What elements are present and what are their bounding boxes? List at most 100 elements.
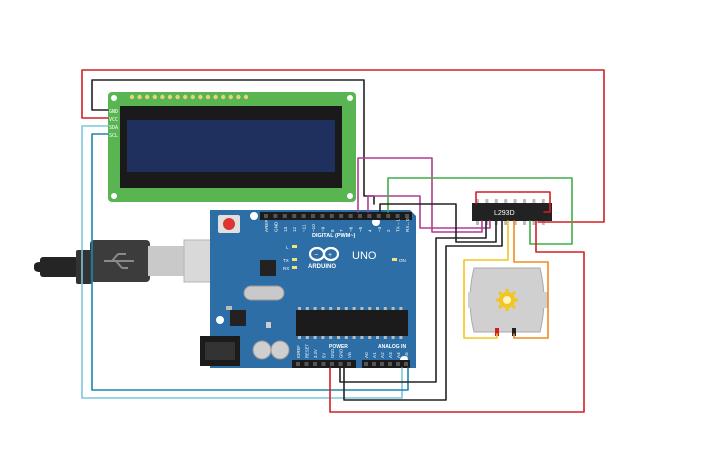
power-pin-label: 5V bbox=[322, 353, 327, 358]
arduino-logo-text: ARDUINO bbox=[308, 264, 336, 270]
power-pin-label: 3.3V bbox=[313, 349, 318, 358]
wire-lcd-vcc[interactable] bbox=[81, 69, 605, 223]
power-label: POWER bbox=[329, 344, 348, 350]
analog-pin[interactable] bbox=[364, 362, 368, 366]
power-pin[interactable] bbox=[321, 362, 326, 366]
power-pin[interactable] bbox=[338, 362, 343, 366]
wire-lcd-sda[interactable] bbox=[81, 125, 403, 399]
digital-pin[interactable] bbox=[339, 214, 344, 218]
digital-pwm-label: DIGITAL (PWM~) bbox=[312, 233, 356, 239]
analog-pin[interactable] bbox=[404, 362, 408, 366]
lcd-header-pin bbox=[129, 94, 135, 100]
analog-pin-label: A0 bbox=[364, 352, 369, 358]
analog-in-label: ANALOG IN bbox=[378, 344, 406, 350]
wire-green[interactable] bbox=[387, 177, 573, 245]
digital-pin[interactable] bbox=[329, 214, 334, 218]
driver-pin[interactable] bbox=[494, 199, 498, 203]
digital-pin[interactable] bbox=[395, 214, 400, 218]
power-pin[interactable] bbox=[304, 362, 309, 366]
digital-pin[interactable] bbox=[367, 214, 372, 218]
usb-icon bbox=[104, 253, 134, 269]
analog-pin-label: A4 bbox=[396, 352, 401, 358]
power-pin[interactable] bbox=[296, 362, 300, 366]
lcd-pin-sda: SDA bbox=[109, 125, 118, 131]
driver-pin[interactable] bbox=[485, 199, 489, 203]
digital-pin[interactable] bbox=[301, 214, 306, 218]
wire-magenta[interactable] bbox=[357, 157, 483, 233]
driver-pin[interactable] bbox=[504, 199, 508, 203]
led-l-label: L bbox=[286, 245, 289, 250]
lcd-header-pin bbox=[236, 94, 241, 100]
wire-magenta-2[interactable] bbox=[367, 195, 491, 229]
analog-pin[interactable] bbox=[388, 362, 392, 366]
led-on-label: ON bbox=[399, 258, 406, 263]
analog-pin[interactable] bbox=[380, 362, 384, 366]
board-hole bbox=[250, 212, 258, 220]
driver-pin[interactable] bbox=[523, 221, 526, 225]
digital-pin-label: ~10 bbox=[311, 224, 316, 232]
driver-pin[interactable] bbox=[513, 221, 517, 225]
digital-pin[interactable] bbox=[405, 214, 409, 218]
led-l bbox=[292, 245, 297, 248]
digital-pin-label: AREF bbox=[264, 220, 269, 232]
digital-pin[interactable] bbox=[386, 214, 391, 218]
analog-pin-label: A1 bbox=[372, 352, 377, 358]
lcd-module[interactable]: GND VCC SDA SCL bbox=[108, 92, 356, 202]
wire-gnd-bus-2[interactable] bbox=[343, 220, 503, 401]
analog-pin-label: A2 bbox=[380, 352, 385, 358]
power-pin-label: Vin bbox=[347, 351, 352, 358]
digital-pin[interactable] bbox=[348, 214, 353, 218]
digital-pin[interactable] bbox=[282, 214, 287, 218]
digital-pin-label: ~6 bbox=[349, 226, 354, 232]
dc-motor[interactable] bbox=[468, 267, 548, 336]
digital-pin[interactable] bbox=[376, 214, 381, 218]
digital-header bbox=[260, 212, 412, 220]
digital-pin-label: 13 bbox=[283, 226, 288, 232]
driver-pin[interactable] bbox=[476, 221, 479, 225]
driver-pin[interactable] bbox=[541, 221, 545, 225]
driver-pin[interactable] bbox=[485, 221, 489, 225]
wire-gnd-bus[interactable] bbox=[339, 220, 487, 383]
wire-gnd-driver[interactable] bbox=[379, 203, 497, 243]
power-pin[interactable] bbox=[330, 362, 334, 366]
mount-hole bbox=[111, 193, 117, 199]
driver-pin[interactable] bbox=[523, 199, 526, 203]
driver-pin[interactable] bbox=[541, 199, 545, 203]
mount-hole bbox=[111, 95, 117, 101]
wire-5v-driver[interactable] bbox=[329, 220, 585, 413]
digital-pin-label: 7 bbox=[339, 229, 344, 232]
analog-pin-label: A3 bbox=[388, 352, 393, 358]
motor-terminal-neg bbox=[512, 328, 516, 336]
power-pin[interactable] bbox=[347, 362, 351, 366]
lcd-header-pin bbox=[228, 94, 233, 100]
wire-driver-enable[interactable] bbox=[475, 191, 551, 213]
digital-pin[interactable] bbox=[358, 214, 362, 218]
digital-pin-label: ~3 bbox=[377, 226, 382, 232]
led-rx-label: RX bbox=[283, 266, 289, 271]
driver-pin[interactable] bbox=[476, 199, 479, 203]
reset-button[interactable] bbox=[218, 215, 240, 233]
l293d-driver-chip[interactable]: L293D bbox=[472, 199, 552, 225]
digital-pin[interactable] bbox=[264, 214, 268, 218]
power-pin-label: GND bbox=[339, 349, 344, 358]
power-pin-label: GND bbox=[330, 349, 335, 358]
digital-pin[interactable] bbox=[320, 214, 325, 218]
usb-chip bbox=[260, 260, 276, 276]
power-pin-label: RESET bbox=[305, 344, 310, 358]
power-pin[interactable] bbox=[313, 362, 317, 366]
analog-pin[interactable] bbox=[372, 362, 376, 366]
driver-pin[interactable] bbox=[513, 199, 517, 203]
driver-pin[interactable] bbox=[532, 199, 536, 203]
analog-pin[interactable] bbox=[396, 362, 400, 366]
driver-pin[interactable] bbox=[532, 221, 536, 225]
crystal bbox=[243, 285, 285, 301]
driver-pin[interactable] bbox=[504, 221, 508, 225]
wire-motor-yellow[interactable] bbox=[463, 220, 509, 339]
digital-pin[interactable] bbox=[311, 214, 315, 218]
digital-pin[interactable] bbox=[273, 214, 278, 218]
wire-motor-orange[interactable] bbox=[513, 220, 549, 339]
digital-pin[interactable] bbox=[292, 214, 297, 218]
